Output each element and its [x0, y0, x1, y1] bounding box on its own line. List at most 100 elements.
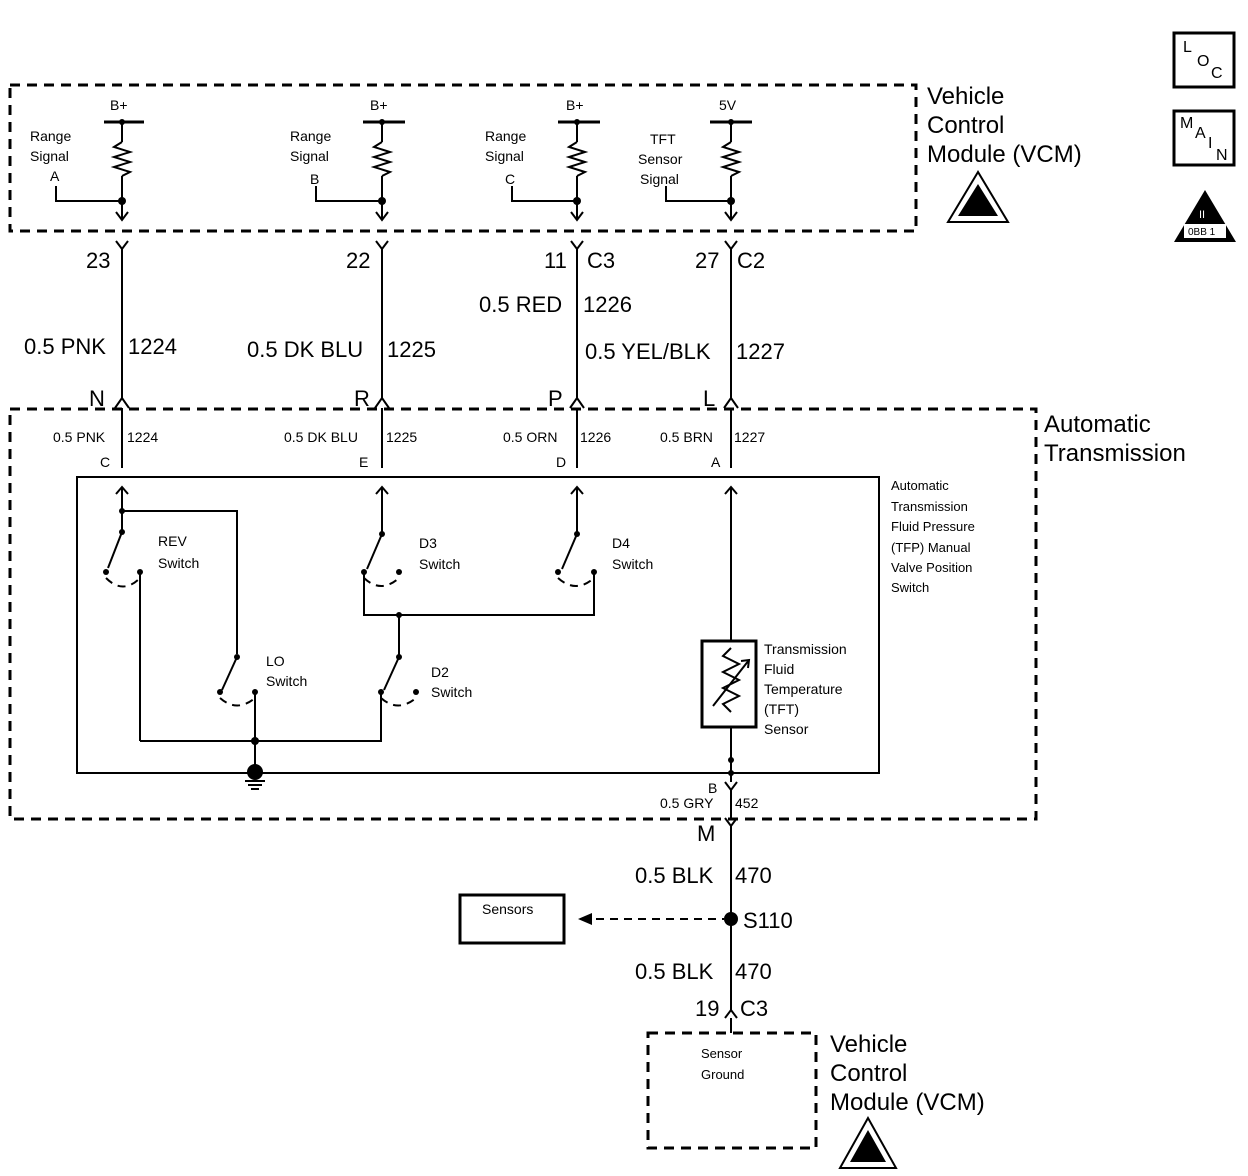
vcm-top-title-line2: Control — [927, 112, 1004, 139]
ground-icon — [245, 764, 265, 790]
ground-wire1-circuit: 470 — [735, 863, 772, 888]
tfp-box-l6: Switch — [891, 580, 929, 595]
vcm-bottom-module: Sensor Ground Vehicle Control Module (VC… — [646, 1031, 985, 1169]
ground-wire1-color: 0.5 BLK — [635, 863, 714, 888]
main-badge-n: N — [1216, 147, 1228, 164]
vcm-circuit-a: B+ Range Signal A — [30, 97, 144, 222]
main-badge[interactable]: M A I N — [1172, 109, 1236, 167]
inner-wire-1-color: 0.5 PNK — [53, 429, 106, 445]
supply-label-a: B+ — [110, 97, 128, 113]
inner-wire-2-circuit: 1225 — [386, 429, 417, 445]
sensors-label: Sensors — [482, 901, 533, 917]
trans-pin-m: M — [697, 821, 715, 846]
trans-pin-p: P — [548, 386, 563, 411]
vcm-circuit-tft: 5V TFT Sensor Signal — [638, 97, 752, 222]
tfp-switch-box — [76, 476, 880, 774]
wire-1-circuit: 1224 — [128, 334, 177, 359]
range-signal-b-l3: B — [310, 171, 319, 187]
esd-warning-icon-bottom — [838, 1115, 898, 1169]
ground-pin-b: B — [708, 780, 717, 796]
inner-pin-e: E — [359, 454, 368, 470]
pin-11: 11 — [544, 248, 567, 273]
d2-switch-l1: D2 — [431, 664, 449, 680]
inner-wire-3-color: 0.5 ORN — [503, 429, 557, 445]
vcm-circuit-c: B+ Range Signal C — [485, 97, 600, 222]
loc-badge-c: C — [1211, 65, 1223, 82]
ground-harness: M 0.5 BLK 470 S110 Sensors 0.5 BLK 470 1… — [458, 817, 793, 1033]
tft-sensor-l1: Transmission — [764, 641, 847, 657]
loc-badge-l: L — [1183, 39, 1192, 56]
range-signal-a-l1: Range — [30, 128, 71, 144]
lo-switch-l1: LO — [266, 653, 285, 669]
vcm-top-title-line1: Vehicle — [927, 83, 1004, 110]
pin-22: 22 — [346, 248, 370, 273]
tfp-box-l5: Valve Position — [891, 560, 972, 575]
supply-label-tft: 5V — [719, 97, 737, 113]
tft-sensor-l2: Fluid — [764, 661, 794, 677]
trans-pin-l: L — [703, 386, 715, 411]
loc-badge-o: O — [1197, 53, 1209, 70]
d4-switch-l2: Switch — [612, 556, 653, 572]
vcm-bottom-title-line1: Vehicle — [830, 1031, 907, 1058]
obd-triangle-badge[interactable]: II 0BB 1 — [1174, 190, 1236, 242]
wire-4-circuit: 1227 — [736, 339, 785, 364]
automatic-transmission: Automatic Transmission 0.5 PNK 1224 C 0.… — [8, 407, 1186, 821]
rev-switch-l2: Switch — [158, 555, 199, 571]
tfp-box-l4: (TFP) Manual — [891, 540, 971, 555]
inner-wire-2-color: 0.5 DK BLU — [284, 429, 358, 445]
d2-switch-l2: Switch — [431, 684, 472, 700]
ground-wire2-color: 0.5 BLK — [635, 959, 714, 984]
wire-3-color: 0.5 RED — [479, 292, 562, 317]
splice-s110 — [724, 912, 738, 926]
sensors-box[interactable]: Sensors — [458, 893, 566, 945]
sensor-ground-l1: Sensor — [701, 1046, 743, 1061]
wire-3-circuit: 1226 — [583, 292, 632, 317]
inner-wire-4-circuit: 1227 — [734, 429, 765, 445]
tft-signal-l3: Signal — [640, 171, 679, 187]
vcm-circuit-b: B+ Range Signal B — [290, 97, 405, 222]
obd-badge-bottom: 0BB 1 — [1188, 227, 1216, 238]
vcm-top-module: Vehicle Control Module (VCM) — [8, 83, 1082, 233]
main-badge-m: M — [1180, 115, 1193, 132]
d3-switch-l1: D3 — [419, 535, 437, 551]
loc-badge[interactable]: L O C — [1172, 31, 1236, 89]
wire-2-circuit: 1225 — [387, 337, 436, 362]
range-signal-c-l2: Signal — [485, 148, 524, 164]
connector-c3-top: C3 — [587, 248, 615, 273]
tft-sensor-l3: Temperature — [764, 681, 843, 697]
vcm-top-title-line3: Module (VCM) — [927, 141, 1082, 168]
d3-switch-l2: Switch — [419, 556, 460, 572]
ground-wire-color: 0.5 GRY — [660, 795, 714, 811]
trans-pin-r: R — [354, 386, 370, 411]
esd-warning-icon — [946, 170, 1010, 223]
rev-switch-l1: REV — [158, 533, 187, 549]
tfp-box-l1: Automatic — [891, 478, 949, 493]
range-signal-a-l2: Signal — [30, 148, 69, 164]
d4-switch-l1: D4 — [612, 535, 630, 551]
range-signal-b-l2: Signal — [290, 148, 329, 164]
vcm-bottom-title-line2: Control — [830, 1060, 907, 1087]
ground-connector-c3: C3 — [740, 996, 768, 1021]
ground-wire2-circuit: 470 — [735, 959, 772, 984]
tfp-box-l3: Fluid Pressure — [891, 519, 975, 534]
range-signal-c-l3: C — [505, 171, 515, 187]
tft-sensor-l4: (TFT) — [764, 701, 799, 717]
tft-sensor-l5: Sensor — [764, 721, 809, 737]
inner-wire-3-circuit: 1226 — [580, 429, 611, 445]
transmission-title-line1: Automatic — [1044, 411, 1151, 438]
sensor-ground-l2: Ground — [701, 1067, 744, 1082]
transmission-title-line2: Transmission — [1044, 440, 1186, 467]
tfp-box-l2: Transmission — [891, 499, 968, 514]
supply-label-b: B+ — [370, 97, 388, 113]
ground-wire-circuit: 452 — [735, 795, 759, 811]
pin-27: 27 — [695, 248, 719, 273]
obd-badge-top: II — [1199, 209, 1205, 221]
ground-pin-19: 19 — [695, 996, 719, 1021]
splice-label: S110 — [743, 908, 793, 933]
tft-signal-l1: TFT — [650, 131, 676, 147]
connector-c2: C2 — [737, 248, 765, 273]
range-signal-a-l3: A — [50, 168, 60, 184]
tft-signal-l2: Sensor — [638, 151, 683, 167]
wire-1-color: 0.5 PNK — [24, 334, 106, 359]
